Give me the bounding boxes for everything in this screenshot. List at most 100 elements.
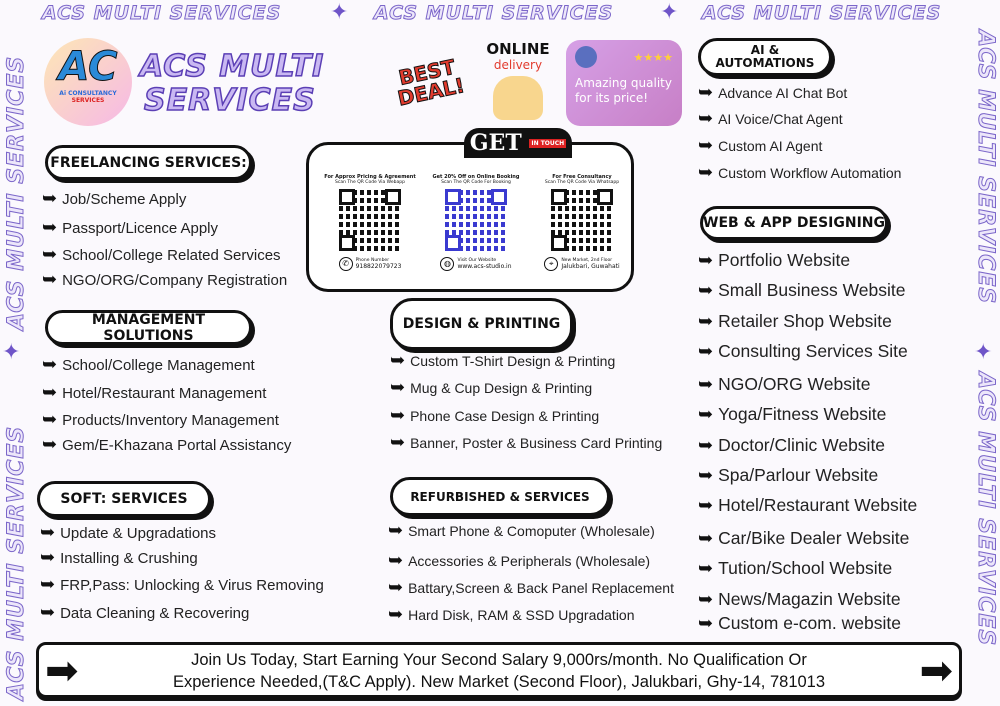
list-item-label: Phone Case Design & Printing xyxy=(410,408,600,424)
curved-arrow-icon: ➥ xyxy=(698,162,714,183)
list-item: ➥Portfolio Website xyxy=(698,250,850,271)
curved-arrow-icon: ➥ xyxy=(42,188,58,209)
banner-line-2: Experience Needed,(T&C Apply). New Marke… xyxy=(172,673,826,691)
bottom-banner: ➡ Join Us Today, Start Earning Your Seco… xyxy=(36,642,962,698)
list-item-label: Custom AI Agent xyxy=(718,138,823,154)
qr-subtitle: Scan The QR Code Via Whatsapp xyxy=(544,180,620,185)
list-item: ➥Passport/Licence Apply xyxy=(42,219,218,237)
list-item: ➥Yoga/Fitness Website xyxy=(698,404,886,425)
curved-arrow-icon: ➥ xyxy=(698,494,714,516)
phone-icon: ✆ xyxy=(338,257,353,271)
curved-arrow-icon: ➥ xyxy=(42,217,58,238)
curved-arrow-icon: ➥ xyxy=(390,405,406,426)
list-item: ➥Small Business Website xyxy=(698,280,905,301)
list-item: ➥Data Cleaning & Recovering xyxy=(40,604,249,622)
qr-code[interactable] xyxy=(551,189,613,251)
watermark-right-1: ACS MULTI SERVICES xyxy=(973,30,999,305)
list-item: ➥Update & Upgradations xyxy=(40,524,216,542)
qr-code-card[interactable]: For Approx Pricing & Agreement Scan The … xyxy=(320,174,420,271)
qr-code[interactable] xyxy=(445,189,507,251)
list-item: ➥Retailer Shop Website xyxy=(698,311,892,332)
best-deal-sticker: BEST DEAL! xyxy=(395,54,467,111)
watermark-top-1: ACS MULTI SERVICES xyxy=(41,2,282,25)
curved-arrow-icon: ➥ xyxy=(40,547,56,568)
list-item: ➥News/Magazin Website xyxy=(698,589,901,610)
list-item-label: NGO/ORG Website xyxy=(718,374,871,394)
list-item: ➥Gem/E-Khazana Portal Assistancy xyxy=(42,436,291,454)
list-item-label: Data Cleaning & Recovering xyxy=(60,604,250,622)
curved-arrow-icon: ➥ xyxy=(40,522,56,543)
qr-title: For Approx Pricing & Agreement xyxy=(324,174,416,180)
list-item-label: Spa/Parlour Website xyxy=(718,465,879,485)
brand-title: ACS MULTI SERVICES xyxy=(139,49,325,119)
list-item-label: Yoga/Fitness Website xyxy=(718,404,887,424)
list-item-label: Hard Disk, RAM & SSD Upgradation xyxy=(408,607,635,623)
curved-arrow-icon: ➥ xyxy=(40,574,56,595)
list-item-label: School/College Related Services xyxy=(62,246,281,264)
qr-foot-label: Visit Our Website xyxy=(457,258,497,263)
list-item: ➥Hotel/Restaurant Website xyxy=(698,495,917,516)
curved-arrow-icon: ➥ xyxy=(698,135,714,156)
curved-arrow-icon: ➥ xyxy=(388,520,404,541)
qr-code-card[interactable]: For Free Consultancy Scan The QR Code Vi… xyxy=(532,174,632,271)
list-item: ➥Custom e-com. website xyxy=(698,613,901,634)
list-item-label: Advance AI Chat Bot xyxy=(718,85,848,101)
list-item: ➥Consulting Services Site xyxy=(698,341,908,362)
curved-arrow-icon: ➥ xyxy=(698,588,714,610)
curved-arrow-icon: ➥ xyxy=(42,434,58,455)
list-item-label: Hotel/Restaurant Website xyxy=(718,495,918,515)
get-in-touch-tab: GET IN TOUCH xyxy=(464,128,572,158)
curved-arrow-icon: ➥ xyxy=(698,340,714,362)
curved-arrow-icon: ➥ xyxy=(42,354,58,375)
list-item: ➥Installing & Crushing xyxy=(40,549,198,567)
list-item: ➥Custom T-Shirt Design & Printing xyxy=(390,352,615,370)
list-item-label: Custom e-com. website xyxy=(718,613,901,633)
qr-foot-value: Jalukbari, Guwahati xyxy=(561,263,620,270)
list-item: ➥School/College Related Services xyxy=(42,246,281,264)
curved-arrow-icon: ➥ xyxy=(388,550,404,571)
sparkle-icon: ✦ xyxy=(2,340,21,365)
curved-arrow-icon: ➥ xyxy=(698,464,714,486)
list-item-label: NGO/ORG/Company Registration xyxy=(62,271,288,289)
section-heading-refurbished: REFURBISHED & SERVICES xyxy=(390,477,610,516)
list-item-label: Mug & Cup Design & Printing xyxy=(410,380,593,396)
list-item-label: Installing & Crushing xyxy=(60,549,198,567)
section-heading-web: WEB & APP DESIGNING xyxy=(700,206,888,240)
list-item: ➥Spa/Parlour Website xyxy=(698,465,878,486)
list-item-label: Car/Bike Dealer Website xyxy=(718,528,910,548)
avatar xyxy=(575,46,597,68)
list-item-label: Products/Inventory Management xyxy=(62,411,279,429)
qr-code[interactable] xyxy=(339,189,401,251)
qr-foot-value: www.acs-studio.in xyxy=(457,263,512,270)
globe-icon: ◍ xyxy=(440,257,455,271)
list-item-label: Accessories & Peripherals (Wholesale) xyxy=(408,553,651,569)
qr-code-card[interactable]: Get 20% Off on Online Booking Scan The Q… xyxy=(426,174,526,271)
list-item: ➥Battary,Screen & Back Panel Replacement xyxy=(388,579,674,597)
rating-stars: ★★★★ xyxy=(633,50,673,64)
arrow-right-icon: ➡ xyxy=(919,648,953,694)
list-item: ➥Advance AI Chat Bot xyxy=(698,84,847,102)
list-item-label: Smart Phone & Comoputer (Wholesale) xyxy=(408,523,655,539)
curved-arrow-icon: ➥ xyxy=(42,269,58,290)
curved-arrow-icon: ➥ xyxy=(390,350,406,371)
list-item-label: Banner, Poster & Business Card Printing xyxy=(410,435,663,451)
section-heading-soft: SOFT: SERVICES xyxy=(37,481,211,517)
sparkle-icon: ✦ xyxy=(974,340,993,365)
list-item: ➥FRP,Pass: Unlocking & Virus Removing xyxy=(40,576,324,594)
list-item-label: Portfolio Website xyxy=(718,250,851,270)
list-item: ➥Products/Inventory Management xyxy=(42,411,279,429)
list-item: ➥Banner, Poster & Business Card Printing xyxy=(390,434,662,452)
sparkle-icon: ✦ xyxy=(330,0,349,25)
list-item: ➥NGO/ORG Website xyxy=(698,374,870,395)
list-item: ➥AI Voice/Chat Agent xyxy=(698,110,843,128)
section-heading-design: DESIGN & PRINTING xyxy=(390,298,573,350)
curved-arrow-icon: ➥ xyxy=(390,432,406,453)
watermark-left-2: ACS MULTI SERVICES xyxy=(4,425,30,700)
curved-arrow-icon: ➥ xyxy=(388,577,404,598)
curved-arrow-icon: ➥ xyxy=(698,434,714,456)
review-text: Amazing quality for its price! xyxy=(575,76,672,105)
list-item-label: News/Magazin Website xyxy=(718,589,901,609)
section-heading-management: MANAGEMENT SOLUTIONS xyxy=(45,310,252,345)
location-icon: ⌖ xyxy=(544,257,559,271)
watermark-right-2: ACS MULTI SERVICES xyxy=(973,372,999,647)
